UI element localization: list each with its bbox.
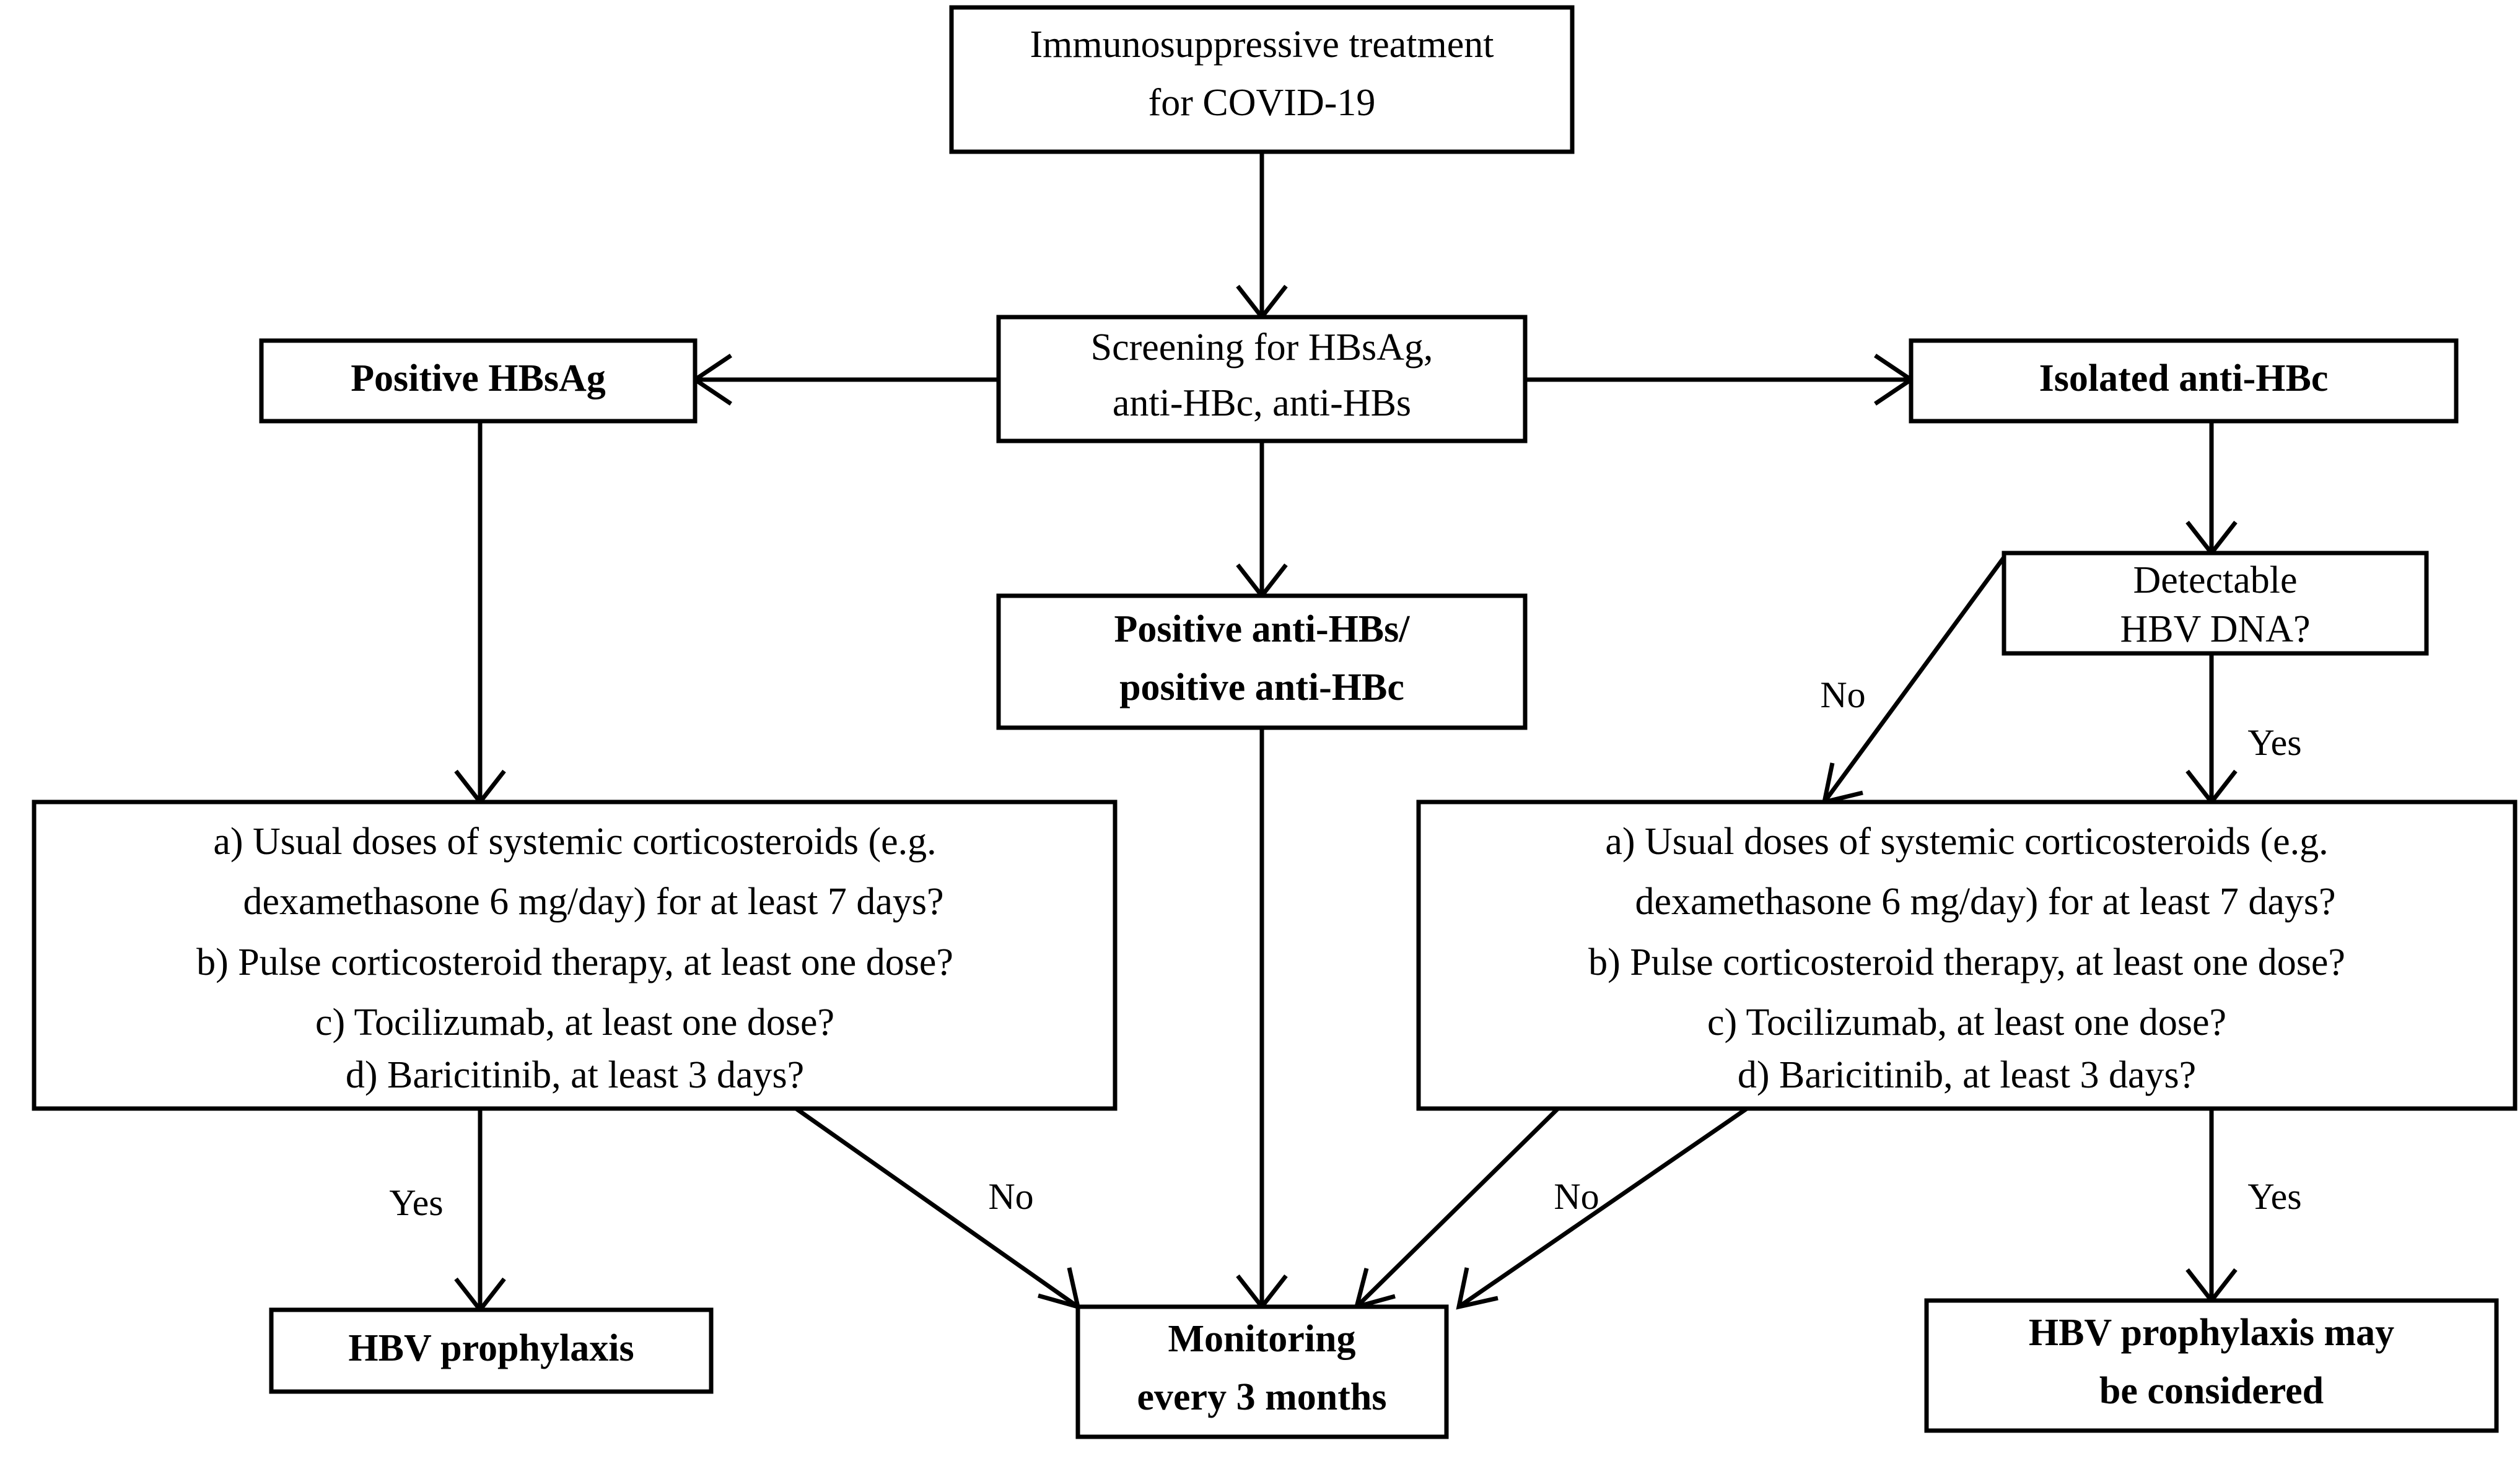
node-positive-anti-hbs-line1: Positive anti-HBs/ (1114, 608, 1410, 650)
criteria-right-item-a2: dexamethasone 6 mg/day) for at least 7 d… (1635, 881, 2335, 923)
node-screening-line1: Screening for HBsAg, (1091, 326, 1433, 368)
node-prophylaxis-considered-line2: be considered (2099, 1370, 2324, 1412)
edge-right-no-a-to-monitoring (1354, 1107, 1560, 1310)
criteria-left-item-c: c) Tocilizumab, at least one dose? (315, 1001, 834, 1044)
edge-label-left-yes: Yes (389, 1182, 443, 1223)
node-detectable-dna-line1: Detectable (2133, 559, 2297, 601)
edge-label-right-yes: Yes (2247, 1176, 2301, 1217)
edge-label-right-no: No (1554, 1176, 1599, 1217)
node-monitoring-line1: Monitoring (1168, 1318, 1355, 1360)
node-hbv-prophylaxis-may-be-considered[interactable]: HBV prophylaxis may be considered (1924, 1298, 2499, 1433)
node-positive-anti-hbs[interactable]: Positive anti-HBs/ positive anti-HBc (996, 593, 1528, 730)
edge-label-left-no: No (988, 1176, 1033, 1217)
edge-start-to-screening (1236, 152, 1288, 321)
edge-positive-anti-hbs-to-monitoring (1236, 728, 1288, 1310)
node-start-line2: for COVID-19 (1148, 82, 1376, 124)
criteria-right-item-b: b) Pulse corticosteroid therapy, at leas… (1588, 941, 2345, 983)
edge-positive-hbsag-to-criteria-left (454, 421, 506, 806)
edge-label-dna-yes: Yes (2247, 722, 2301, 763)
criteria-right-item-c: c) Tocilizumab, at least one dose? (1707, 1001, 2226, 1044)
node-positive-hbsag-label: Positive HBsAg (351, 357, 606, 399)
node-immunosuppressive-treatment[interactable]: Immunosuppressive treatment for COVID-19 (949, 5, 1575, 154)
edge-right-no-b-to-monitoring (1456, 1107, 1748, 1310)
node-criteria-left[interactable]: a) Usual doses of systemic corticosteroi… (32, 800, 1118, 1111)
node-monitoring[interactable]: Monitoring every 3 months (1075, 1304, 1449, 1439)
node-screening[interactable]: Screening for HBsAg, anti-HBc, anti-HBs (996, 315, 1528, 443)
node-positive-anti-hbs-line2: positive anti-HBc (1119, 666, 1404, 708)
node-hbv-prophylaxis-label: HBV prophylaxis (348, 1327, 634, 1369)
node-prophylaxis-considered-line1: HBV prophylaxis may (2029, 1312, 2394, 1354)
node-isolated-anti-hbc-label: Isolated anti-HBc (2039, 357, 2329, 399)
node-isolated-anti-hbc[interactable]: Isolated anti-HBc (1909, 338, 2459, 424)
edge-dna-yes-to-criteria-right (2185, 653, 2238, 806)
edge-right-yes-to-prophylaxis-considered (2185, 1109, 2238, 1304)
edge-left-no-to-monitoring (794, 1107, 1081, 1310)
edge-label-dna-no: No (1820, 674, 1865, 715)
node-hbv-prophylaxis[interactable]: HBV prophylaxis (269, 1307, 714, 1394)
criteria-left-item-a1: a) Usual doses of systemic corticosteroi… (213, 821, 936, 863)
edge-screening-to-positive-hbsag (691, 354, 999, 406)
node-criteria-right[interactable]: a) Usual doses of systemic corticosteroi… (1416, 800, 2518, 1111)
edge-isolated-anti-hbc-to-detectable-dna (2185, 421, 2238, 557)
edge-screening-to-isolated-anti-hbc (1525, 354, 1915, 406)
node-start-line1: Immunosuppressive treatment (1030, 24, 1494, 66)
node-screening-line2: anti-HBc, anti-HBs (1113, 382, 1411, 424)
node-detectable-dna-line2: HBV DNA? (2120, 608, 2310, 650)
criteria-left-item-d: d) Baricitinib, at least 3 days? (346, 1054, 804, 1096)
node-positive-hbsag[interactable]: Positive HBsAg (259, 338, 698, 424)
edge-left-yes-to-hbv-prophylaxis (454, 1109, 506, 1314)
criteria-left-item-b: b) Pulse corticosteroid therapy, at leas… (196, 941, 953, 983)
criteria-right-item-d: d) Baricitinib, at least 3 days? (1738, 1054, 2196, 1096)
node-detectable-hbv-dna[interactable]: Detectable HBV DNA? (2002, 551, 2429, 656)
criteria-right-item-a1: a) Usual doses of systemic corticosteroi… (1605, 821, 2328, 863)
criteria-left-item-a2: dexamethasone 6 mg/day) for at least 7 d… (243, 881, 943, 923)
node-monitoring-line2: every 3 months (1137, 1376, 1387, 1418)
edge-screening-to-positive-anti-hbs (1236, 441, 1288, 599)
